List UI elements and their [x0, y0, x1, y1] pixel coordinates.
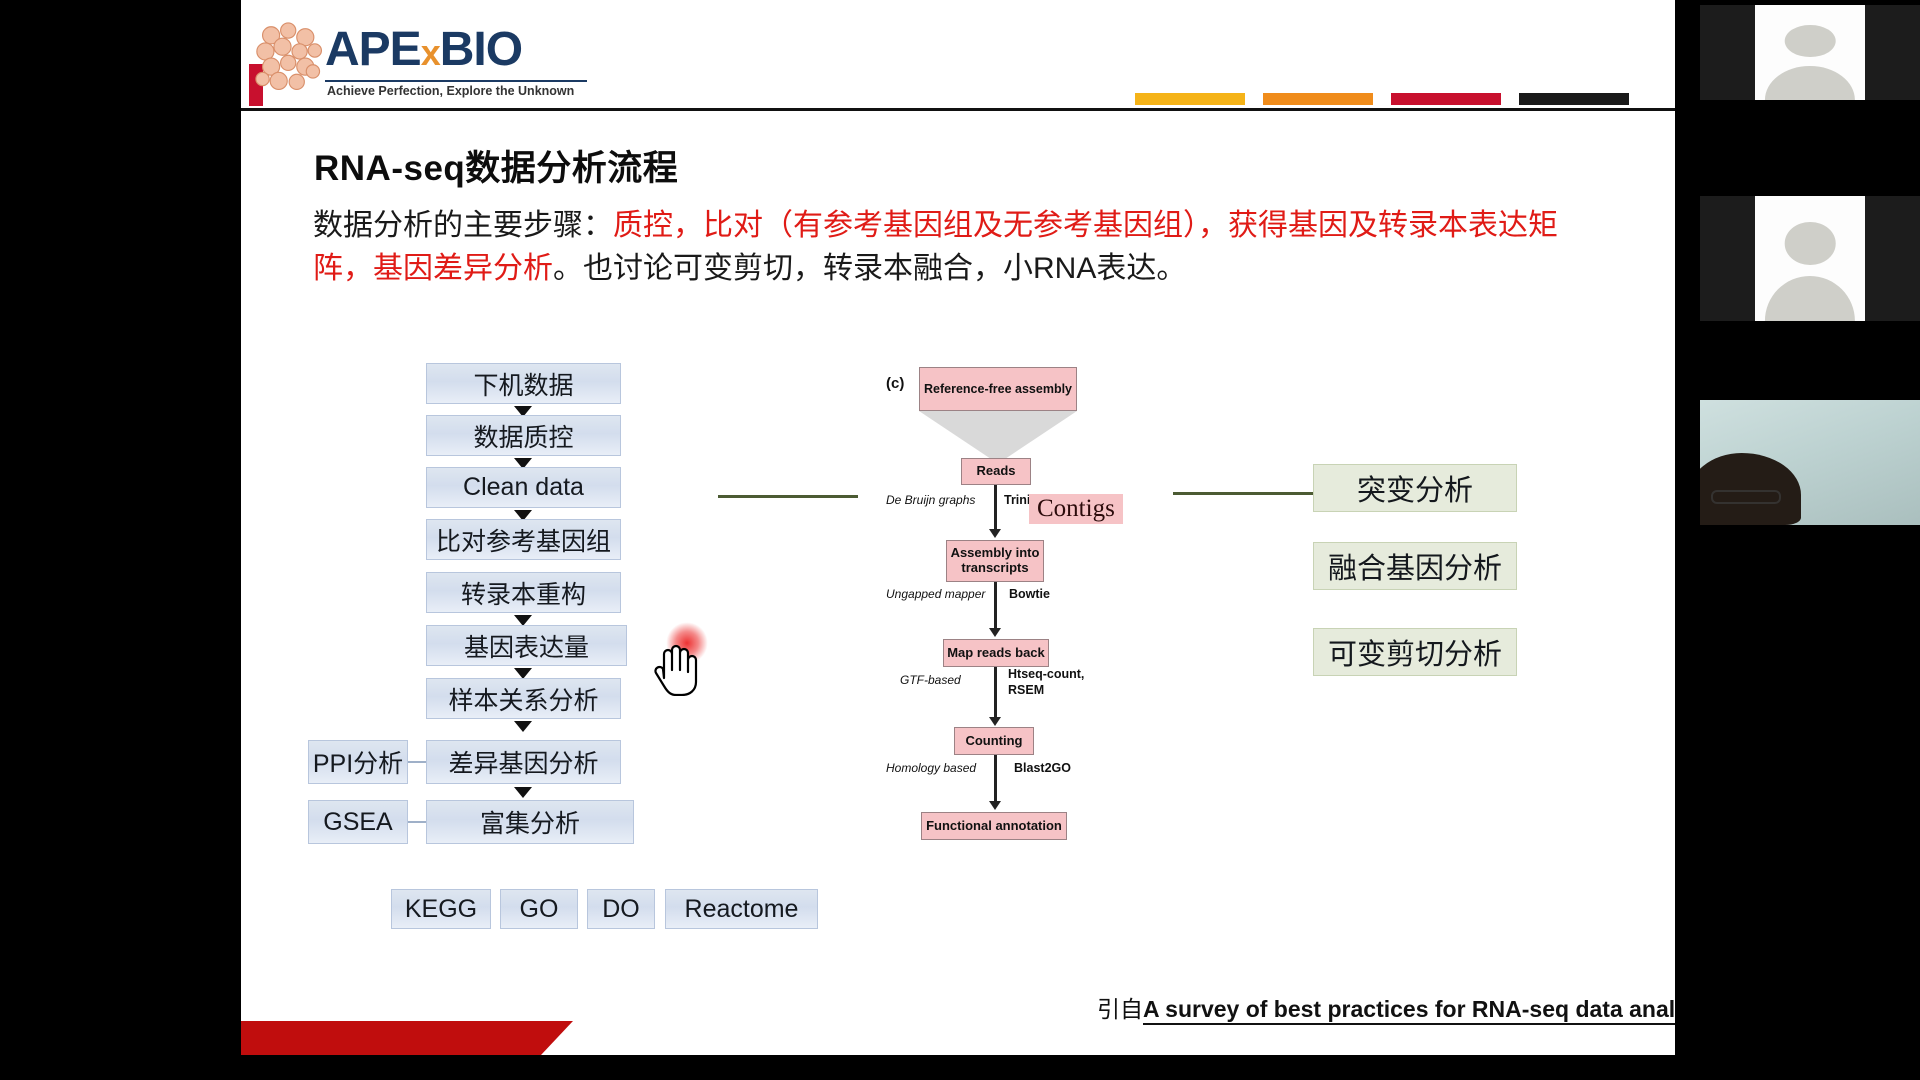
- paragraph-highlight: 质控，比对（有参考基因组及无参考基因组），获得基因及转录本表达矩阵，基因差异分析: [313, 209, 1558, 285]
- output-alternative-splicing-analysis[interactable]: 可变剪切分析: [1313, 628, 1517, 676]
- flow-step-7[interactable]: 差异基因分析: [426, 740, 621, 784]
- participant-tile-3[interactable]: [1700, 400, 1920, 525]
- cell-cluster-icon: [255, 22, 323, 91]
- flow-arrow-0: [514, 406, 532, 417]
- flow-step-2[interactable]: Clean data: [426, 467, 621, 508]
- participant-tile-2[interactable]: [1700, 196, 1920, 321]
- avatar: [1755, 196, 1865, 321]
- citation-prefix: 引自: [1097, 996, 1143, 1022]
- edge-2-line: [994, 582, 997, 630]
- footer-ribbon: [241, 1021, 541, 1055]
- citation-link[interactable]: A survey of best practices for RNA-seq d…: [1143, 996, 1675, 1025]
- paragraph-lead: 数据分析的主要步骤：: [313, 209, 613, 242]
- panel-label-c: (c): [886, 375, 905, 392]
- edge-2-method-italic: Ungapped mapper: [886, 587, 986, 601]
- avatar: [1755, 5, 1865, 100]
- flow-step-1[interactable]: 数据质控: [426, 415, 621, 456]
- avatar-body-icon: [1764, 276, 1856, 321]
- header-rule: [241, 108, 1675, 111]
- header-swatch-red: [1391, 93, 1501, 105]
- webcam-glasses: [1711, 490, 1782, 504]
- avatar-head-icon: [1784, 222, 1836, 265]
- edge-3-method-italic: GTF-based: [900, 673, 961, 687]
- page-title: RNA-seq数据分析流程: [314, 149, 679, 188]
- participant-tile-1[interactable]: [1700, 5, 1920, 100]
- edge-3-arrow: [989, 717, 1001, 726]
- edge-2-arrow: [989, 628, 1001, 637]
- connector-gsea: [408, 821, 426, 823]
- flow-step-3[interactable]: 比对参考基因组: [426, 519, 621, 560]
- flow-arrow-4: [514, 615, 532, 626]
- db-do[interactable]: DO: [587, 889, 655, 929]
- edge-4-line: [994, 755, 997, 803]
- header-swatch-black: [1519, 93, 1629, 105]
- flow-arrow-2: [514, 510, 532, 521]
- flow-step-4[interactable]: 转录本重构: [426, 572, 621, 613]
- db-reactome[interactable]: Reactome: [665, 889, 818, 929]
- connector-ppi: [408, 761, 426, 763]
- flow-step-8[interactable]: 富集分析: [426, 800, 634, 844]
- logo-divider: [325, 80, 587, 82]
- pink-node-assembly: Assembly into transcripts: [946, 540, 1044, 582]
- logo-tagline: Achieve Perfection, Explore the Unknown: [327, 84, 575, 98]
- edge-1-line: [994, 485, 997, 531]
- flow-step-6[interactable]: 样本关系分析: [426, 678, 621, 719]
- shared-slide: APExBIO Achieve Perfection, Explore the …: [241, 0, 1675, 1055]
- pink-header-box: Reference-free assembly: [919, 367, 1077, 411]
- edge-3-line: [994, 667, 997, 719]
- connector-left-to-center: [718, 495, 858, 498]
- citation: 引自A survey of best practices for RNA-seq…: [1097, 990, 1675, 1025]
- connector-center-to-right: [1173, 492, 1313, 495]
- flow-arrow-1: [514, 458, 532, 469]
- flow-side-ppi[interactable]: PPI分析: [308, 740, 408, 784]
- webcam-hair: [1700, 452, 1802, 525]
- pink-node-reads: Reads: [961, 458, 1031, 485]
- logo-bio: BIO: [439, 23, 523, 76]
- participant-2-video: [1755, 196, 1865, 321]
- contigs-callout: Contigs: [1029, 494, 1123, 524]
- db-go[interactable]: GO: [500, 889, 578, 929]
- edge-4-method-italic: Homology based: [886, 761, 977, 775]
- avatar-body-icon: [1764, 65, 1856, 100]
- logo-x: x: [420, 32, 441, 73]
- edge-4-method-bold: Blast2GO: [1014, 761, 1071, 775]
- avatar-head-icon: [1784, 24, 1836, 58]
- output-fusion-gene-analysis[interactable]: 融合基因分析: [1313, 542, 1517, 590]
- reference-free-assembly-diagram: (c) Reference-free assembly Reads De Bru…: [886, 365, 1186, 885]
- logo-wordmark: APExBIO: [325, 23, 523, 76]
- pink-node-mapreads: Map reads back: [943, 639, 1049, 667]
- logo-ape: APE: [325, 23, 422, 76]
- header-swatch-orange: [1263, 93, 1373, 105]
- output-mutation-analysis[interactable]: 突变分析: [1313, 464, 1517, 512]
- flow-side-gsea[interactable]: GSEA: [308, 800, 408, 844]
- db-kegg[interactable]: KEGG: [391, 889, 491, 929]
- funnel-shape: [919, 411, 1077, 459]
- footer-ribbon-tip: [541, 1021, 573, 1055]
- paragraph-tail: 。也讨论可变剪切，转录本融合，小RNA表达。: [553, 251, 1187, 285]
- participant-3-webcam: [1700, 400, 1920, 525]
- slide-header: APExBIO Achieve Perfection, Explore the …: [241, 0, 1675, 111]
- edge-3-method-bold: Htseq-count, RSEM: [1008, 667, 1085, 697]
- edge-2-method-bold: Bowtie: [1009, 587, 1050, 601]
- slide-paragraph: 数据分析的主要步骤：质控，比对（有参考基因组及无参考基因组），获得基因及转录本表…: [313, 205, 1608, 290]
- participant-1-video: [1755, 5, 1865, 100]
- pink-node-counting: Counting: [954, 727, 1034, 755]
- flow-arrow-7: [514, 787, 532, 798]
- flow-arrow-5: [514, 668, 532, 679]
- flow-arrow-6: [514, 721, 532, 732]
- flow-step-0[interactable]: 下机数据: [426, 363, 621, 404]
- flow-step-5[interactable]: 基因表达量: [426, 625, 627, 666]
- apexbio-logo: APExBIO Achieve Perfection, Explore the …: [249, 18, 589, 106]
- edge-1-arrow: [989, 529, 1001, 538]
- edge-1-method-italic: De Bruijn graphs: [886, 493, 976, 507]
- header-swatch-yellow: [1135, 93, 1245, 105]
- edge-4-arrow: [989, 801, 1001, 810]
- pink-node-annotation: Functional annotation: [921, 812, 1067, 840]
